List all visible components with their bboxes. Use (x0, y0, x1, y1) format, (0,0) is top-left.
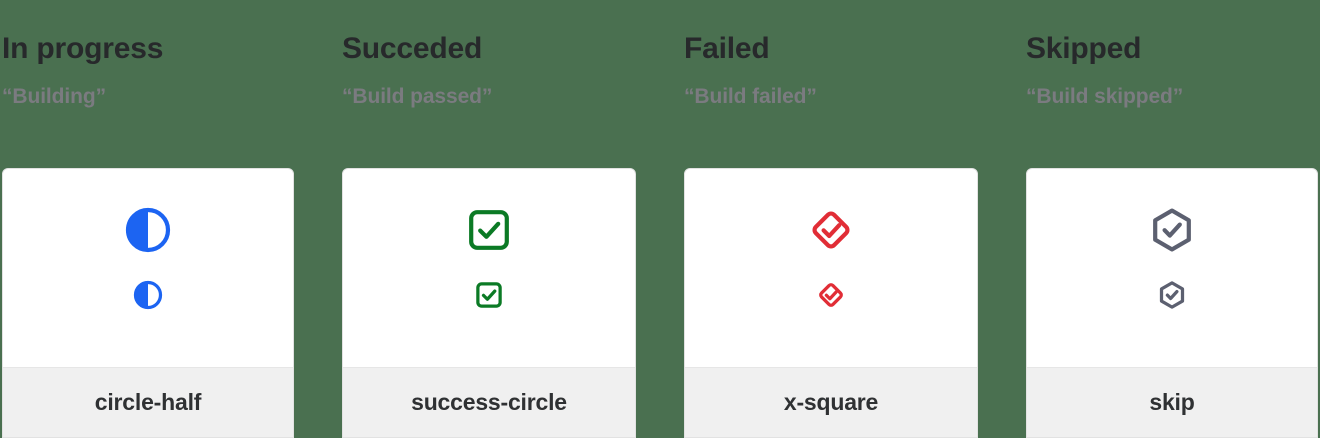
column-header: In progress “Building” (2, 0, 342, 168)
circle-half-icon (124, 206, 172, 254)
icon-card-body (1027, 169, 1317, 367)
icon-name-label: success-circle (411, 389, 567, 415)
icon-card-body (3, 169, 293, 367)
icon-card-footer: circle-half (3, 367, 293, 437)
status-column-skipped: Skipped “Build skipped” (1026, 0, 1320, 438)
status-column-in-progress: In progress “Building” (0, 0, 342, 438)
circle-half-icon-small (133, 280, 163, 310)
x-square-icon-small (816, 280, 846, 310)
success-circle-icon (465, 206, 513, 254)
column-header: Failed “Build failed” (684, 0, 1026, 168)
column-title: In progress (2, 32, 164, 65)
icon-name-label: x-square (783, 389, 879, 415)
status-column-failed: Failed “Build failed” (684, 0, 1026, 438)
icon-name-label: skip (1149, 389, 1195, 415)
icon-card-skip[interactable]: skip (1026, 168, 1318, 438)
icon-card-body (685, 169, 977, 367)
column-header: Skipped “Build skipped” (1026, 0, 1320, 168)
icon-card-success-circle[interactable]: success-circle (342, 168, 636, 438)
column-subtitle: “Build failed” (684, 85, 817, 108)
column-subtitle: “Build passed” (342, 85, 493, 108)
icon-card-footer: x-square (685, 367, 977, 437)
column-subtitle: “Building” (2, 85, 106, 108)
skip-icon (1148, 206, 1196, 254)
success-circle-icon-small (474, 280, 504, 310)
icon-card-circle-half[interactable]: circle-half (2, 168, 294, 438)
column-title: Skipped (1026, 32, 1142, 65)
skip-icon-small (1157, 280, 1187, 310)
icon-name-label: circle-half (94, 389, 202, 415)
status-column-succeeded: Succeded “Build passed” (342, 0, 684, 438)
icon-card-x-square[interactable]: x-square (684, 168, 978, 438)
icon-card-footer: skip (1027, 367, 1317, 437)
column-subtitle: “Build skipped” (1026, 85, 1184, 108)
column-title: Succeded (342, 32, 483, 65)
x-square-icon (807, 206, 855, 254)
icon-card-body (343, 169, 635, 367)
column-title: Failed (684, 32, 770, 65)
column-header: Succeded “Build passed” (342, 0, 684, 168)
icon-card-footer: success-circle (343, 367, 635, 437)
